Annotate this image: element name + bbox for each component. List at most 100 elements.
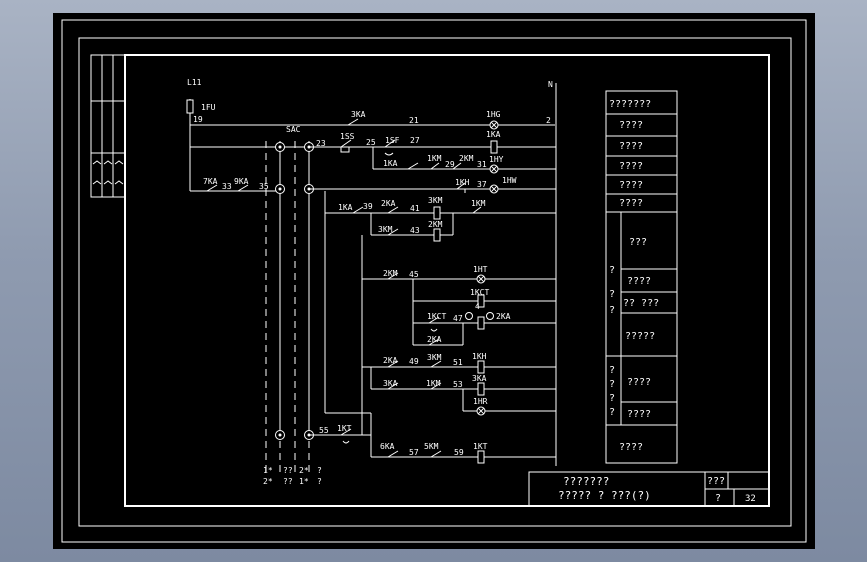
wire-47: 47 bbox=[453, 314, 463, 323]
row-control-1ka bbox=[309, 139, 556, 156]
row-relay-1kct bbox=[412, 279, 556, 346]
label-1hg: 1HG bbox=[486, 110, 501, 119]
title-block-text: ??????? ????? ? ???(?) ??? ? 32 bbox=[558, 475, 756, 504]
wire-27: 27 bbox=[410, 136, 420, 145]
legend-item: 1* bbox=[263, 466, 273, 475]
wire-2: 2 bbox=[546, 116, 551, 125]
label-1ka-coil: 1KA bbox=[486, 130, 501, 139]
title-line-2: ????? ? ???(?) bbox=[558, 489, 651, 502]
inner-frame bbox=[124, 54, 770, 507]
label-1hw: 1HW bbox=[502, 176, 517, 185]
wire-39: 39 bbox=[363, 202, 373, 211]
label-3ka-b: 3KA bbox=[383, 379, 398, 388]
right-table-text: ??????? ???? ???? ???? ???? ???? ??? ???… bbox=[609, 99, 659, 453]
wire-19: 19 bbox=[193, 115, 203, 124]
table-cell: ???? bbox=[619, 442, 643, 453]
label-9ka: 9KA bbox=[234, 177, 249, 186]
side-mark: ? bbox=[609, 305, 615, 316]
wire-33: 33 bbox=[222, 182, 232, 191]
wire-41: 41 bbox=[410, 204, 420, 213]
label-2ka-coil: 2KA bbox=[496, 312, 511, 321]
label-3km-b: 3KM bbox=[378, 225, 393, 234]
title-cell-b: ? bbox=[715, 493, 721, 504]
label-3km: 3KM bbox=[428, 196, 443, 205]
label-3ka-coil: 3KA bbox=[472, 374, 487, 383]
table-cell: ????? bbox=[625, 331, 655, 342]
table-cell: ???? bbox=[627, 377, 651, 388]
legend-item: ?? bbox=[283, 466, 293, 475]
table-cell: ?? ??? bbox=[623, 298, 659, 309]
label-6ka: 6KA bbox=[380, 442, 395, 451]
label-1kt-coil: 1KT bbox=[473, 442, 488, 451]
label-2ka-c: 2KA bbox=[383, 356, 398, 365]
wire-4: 4 bbox=[475, 302, 480, 311]
wire-43: 43 bbox=[410, 226, 420, 235]
drawing-sheet: L11 N 1FU 19 21 2 3KA 1HG SAC 1KA 1SS 23… bbox=[53, 13, 815, 549]
label-1ss: 1SS bbox=[340, 132, 355, 141]
label-2km: 2KM bbox=[459, 154, 474, 163]
wire-51: 51 bbox=[453, 358, 463, 367]
label-1ka-contact: 1KA bbox=[383, 159, 398, 168]
label-2ka: 2KA bbox=[381, 199, 396, 208]
right-table-grid bbox=[605, 90, 678, 464]
label-1hy: 1HY bbox=[489, 155, 504, 164]
table-cell: ???? bbox=[619, 161, 643, 172]
label-sac: SAC bbox=[286, 125, 301, 134]
label-1fu: 1FU bbox=[201, 103, 216, 112]
wire-53: 53 bbox=[453, 380, 463, 389]
wire-59: 59 bbox=[454, 448, 464, 457]
row-relay-1kh bbox=[362, 360, 556, 416]
label-5km: 5KM bbox=[424, 442, 439, 451]
label-3ka: 3KA bbox=[351, 110, 366, 119]
row-signal-white bbox=[206, 182, 556, 194]
label-l11: L11 bbox=[187, 78, 202, 87]
label-1sf: 1SF bbox=[385, 136, 400, 145]
row-timer-contact bbox=[309, 412, 372, 444]
title-line-1: ??????? bbox=[563, 475, 609, 488]
label-2ka-b: 2KA bbox=[427, 335, 442, 344]
label-1kt: 1KT bbox=[337, 424, 352, 433]
legend-item: ? bbox=[317, 477, 322, 486]
left-margin-strip bbox=[90, 54, 126, 198]
wire-37: 37 bbox=[477, 180, 487, 189]
legend-item: 1* bbox=[299, 477, 309, 486]
label-1ka-r3: 1KA bbox=[338, 203, 353, 212]
table-cell: ???? bbox=[627, 409, 651, 420]
label-2km-b: 2KM bbox=[383, 269, 398, 278]
legend-item: ? bbox=[317, 466, 322, 475]
wire-31: 31 bbox=[477, 160, 487, 169]
legend-item: 2* bbox=[263, 477, 273, 486]
row-timer-coil bbox=[370, 435, 556, 464]
switch-legend: 1* ?? 2* ? 2* ?? 1* ? bbox=[263, 466, 322, 486]
table-cell: ???? bbox=[627, 276, 651, 287]
sheet-number: 32 bbox=[745, 494, 756, 504]
label-1km-b: 1KM bbox=[426, 379, 441, 388]
wire-45: 45 bbox=[409, 270, 419, 279]
table-cell: ??????? bbox=[609, 99, 651, 110]
table-cell: ???? bbox=[619, 141, 643, 152]
side-mark: ? bbox=[609, 407, 615, 418]
wire-49: 49 bbox=[409, 357, 419, 366]
label-3km-c: 3KM bbox=[427, 353, 442, 362]
label-1kh: 1KH bbox=[455, 178, 470, 187]
row-signal-1ht bbox=[361, 235, 556, 435]
row-relay-3km bbox=[325, 206, 556, 242]
wire-35: 35 bbox=[259, 182, 269, 191]
row-signal-green bbox=[347, 118, 499, 130]
label-1kct: 1KCT bbox=[470, 288, 489, 297]
label-7ka: 7KA bbox=[203, 177, 218, 186]
label-1km-r3: 1KM bbox=[471, 199, 486, 208]
wire-29: 29 bbox=[445, 160, 455, 169]
legend-item: ?? bbox=[283, 477, 293, 486]
selector-switch-sac bbox=[265, 141, 326, 475]
wire-57: 57 bbox=[409, 448, 419, 457]
schematic-canvas: L11 N 1FU 19 21 2 3KA 1HG SAC 1KA 1SS 23… bbox=[61, 19, 807, 543]
table-cell: ??? bbox=[629, 237, 647, 248]
table-cell: ???? bbox=[619, 198, 643, 209]
side-mark: ? bbox=[609, 393, 615, 404]
label-1kct-b: 1KCT bbox=[427, 312, 446, 321]
label-2km-coil: 2KM bbox=[428, 220, 443, 229]
side-mark: ? bbox=[609, 289, 615, 300]
side-mark: ? bbox=[609, 379, 615, 390]
table-cell: ???? bbox=[619, 120, 643, 131]
